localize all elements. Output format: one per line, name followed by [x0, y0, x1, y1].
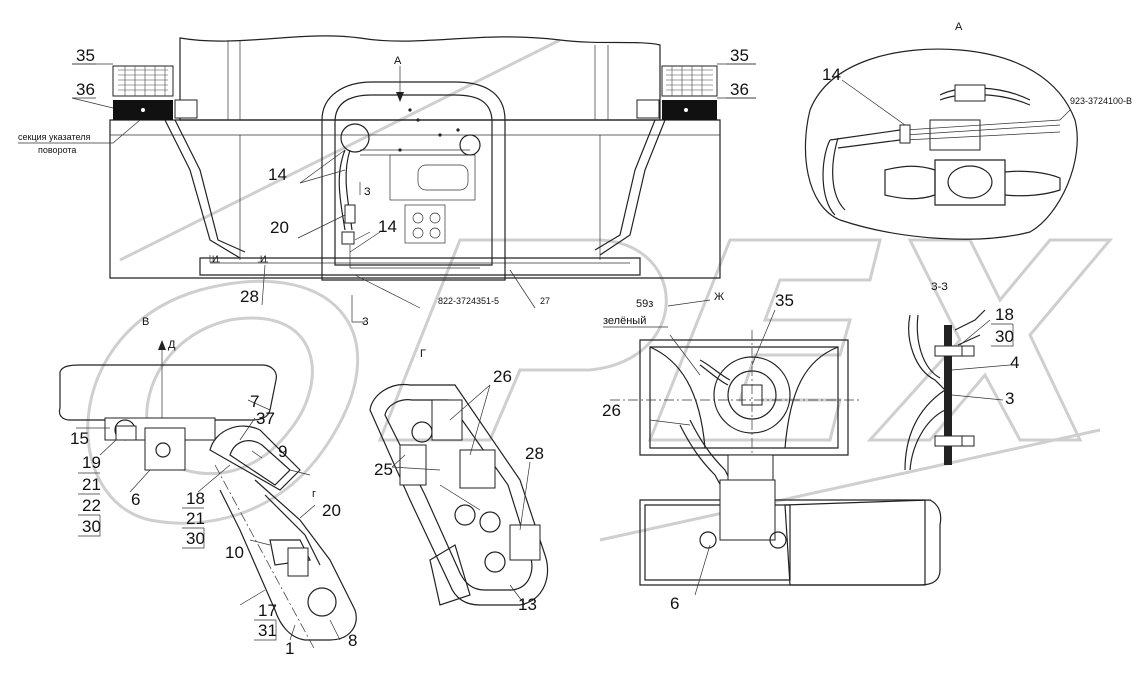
callout-28-main: 28 — [240, 287, 259, 306]
callout-4: 4 — [1010, 353, 1019, 372]
callout-25: 25 — [374, 460, 393, 479]
view-a-title: А — [955, 21, 963, 33]
view-zh — [610, 309, 942, 596]
callout-26-view-g: 26 — [493, 367, 512, 386]
view-v — [58, 340, 357, 651]
callout-1: 1 — [285, 639, 294, 658]
callout-13: 13 — [518, 595, 537, 614]
section-zz-title: З-З — [931, 281, 948, 293]
arrow-i-right: И — [260, 254, 266, 264]
callout-20-view-v: 20 — [322, 501, 341, 520]
callout-30-zz: 30 — [995, 327, 1014, 346]
callout-20-main: 20 — [270, 218, 289, 237]
callout-18-zz: 18 — [995, 305, 1014, 324]
right-rear-lamp-upper — [661, 65, 718, 97]
section-zz — [904, 309, 1011, 471]
callout-35-view-zh: 35 — [775, 291, 794, 310]
callout-21-b: 21 — [186, 509, 205, 528]
callout-31: 31 — [258, 621, 277, 640]
callout-3: 3 — [1005, 389, 1014, 408]
arrow-i-left: И — [212, 254, 218, 264]
callout-9: 9 — [278, 442, 287, 461]
left-rear-lamp-upper — [112, 65, 174, 97]
turn-signal-note-line2: поворота — [38, 145, 76, 155]
callout-36-right: 36 — [730, 80, 749, 99]
callout-14-view-a: 14 — [822, 65, 841, 84]
callout-36-left: 36 — [76, 80, 95, 99]
harness-part-number-view-a: 923-3724100-В — [1070, 96, 1132, 106]
callout-35-right: 35 — [730, 46, 749, 65]
callout-17: 17 — [258, 601, 277, 620]
right-turn-signal-lamp — [662, 100, 717, 120]
callout-6-view-v: 6 — [131, 490, 140, 509]
callout-37: 37 — [256, 409, 275, 428]
callout-8: 8 — [348, 631, 357, 650]
turn-signal-note-line1: секция указателя — [18, 132, 90, 142]
small-callout-27: 27 — [540, 296, 550, 306]
view-g-title: Г — [420, 348, 426, 360]
arrow-d-label: Д — [168, 339, 176, 351]
callout-19: 19 — [82, 453, 101, 472]
callout-10: 10 — [225, 543, 244, 562]
callout-6-view-zh: 6 — [670, 594, 679, 613]
arrow-zh-label: Ж — [714, 291, 724, 303]
callout-30-a: 30 — [82, 517, 101, 536]
callout-18-a: 18 — [186, 489, 205, 508]
callout-22: 22 — [82, 496, 101, 515]
section-mark-bottom: З — [362, 316, 369, 328]
callout-15: 15 — [70, 429, 89, 448]
watermark — [86, 38, 1114, 542]
callout-14-main-mid: 14 — [378, 217, 397, 236]
main-view — [18, 35, 756, 323]
arrow-g-label: г — [312, 488, 316, 500]
view-a — [804, 48, 1078, 240]
callout-35-left: 35 — [76, 46, 95, 65]
callout-26-view-zh: 26 — [602, 401, 621, 420]
callout-21-a: 21 — [82, 475, 101, 494]
harness-part-number-main: 822-3724351-5 — [438, 296, 499, 306]
section-mark-top: З — [364, 186, 371, 198]
view-v-title: В — [142, 316, 149, 328]
callout-28-view-g: 28 — [525, 444, 544, 463]
labels: А А В Г З-З Д г Ж З З И И секция указате… — [18, 21, 1132, 658]
callout-7: 7 — [250, 392, 259, 411]
view-g — [369, 383, 549, 606]
callout-14-main-top: 14 — [268, 165, 287, 184]
wire-green-color: зелёный — [603, 315, 646, 327]
wire-green-number: 59з — [636, 298, 653, 310]
section-arrow-a-label: А — [394, 55, 402, 67]
callout-30-b: 30 — [186, 529, 205, 548]
